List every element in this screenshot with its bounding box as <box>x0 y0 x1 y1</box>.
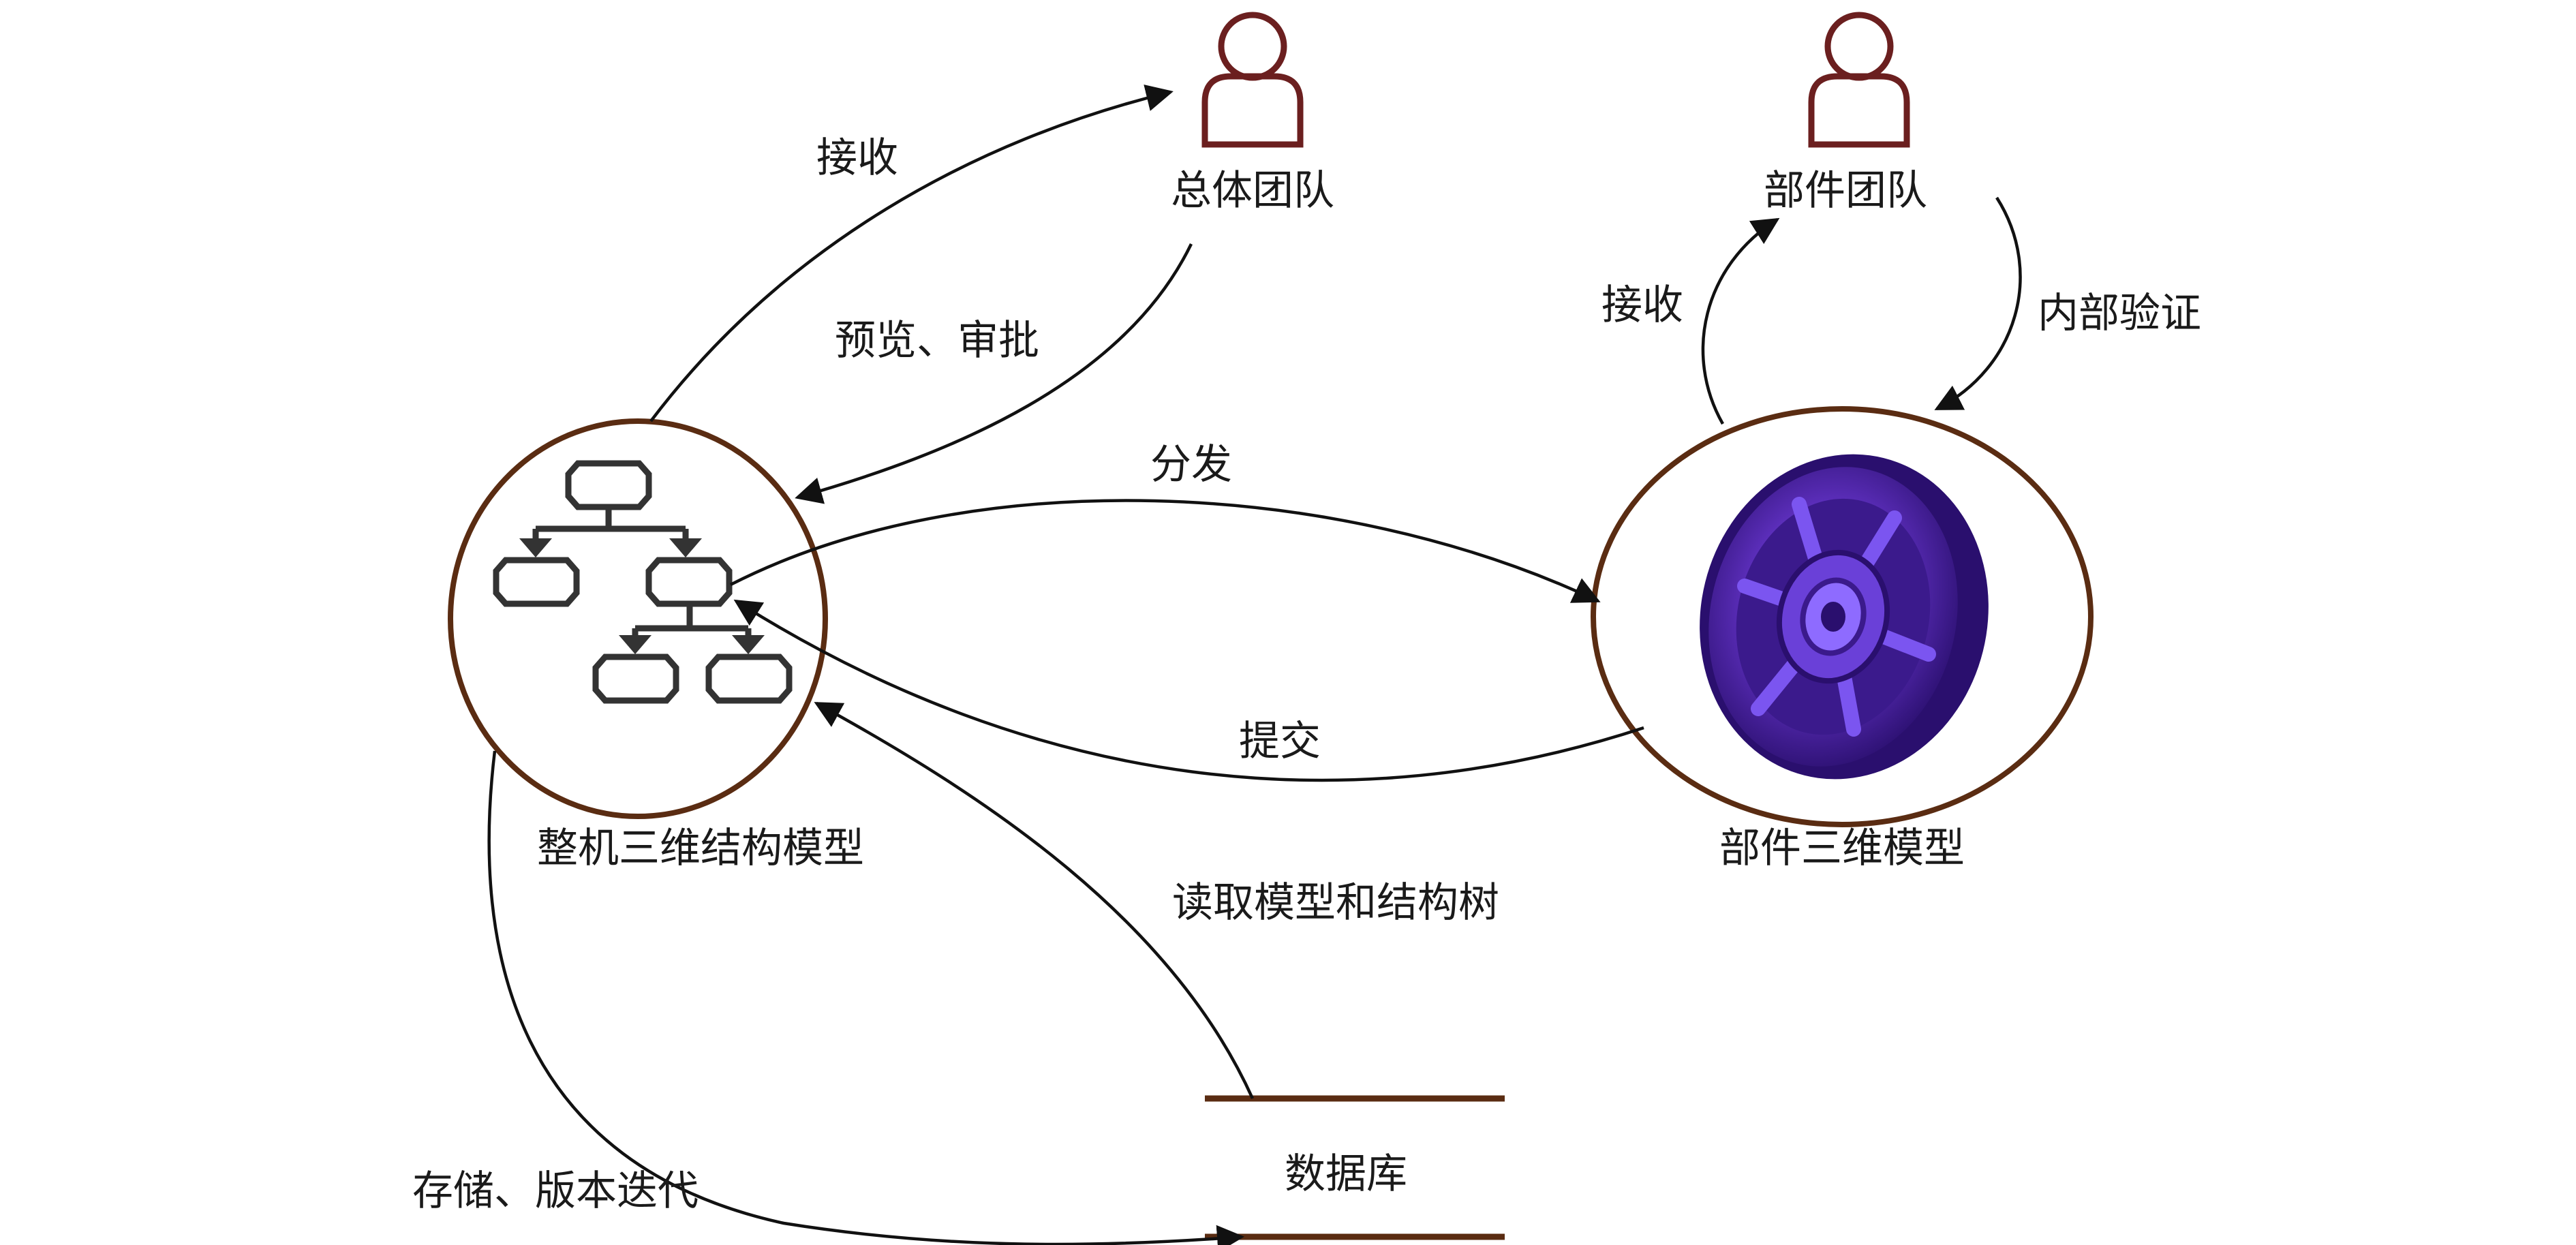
wheel-part-image <box>1700 454 1989 780</box>
tree-node-right <box>645 557 733 607</box>
tree-node-child-1 <box>592 654 679 704</box>
part-model-label: 部件三维模型 <box>1719 825 1965 872</box>
edge-preview-approve <box>795 243 1193 504</box>
edge-distribute <box>729 499 1601 603</box>
edge-preview-approve-label: 预览、审批 <box>835 317 1039 365</box>
overall-team-label: 总体团队 <box>1171 167 1334 215</box>
part-team-person-icon <box>1808 12 1910 148</box>
edge-receive-overall <box>649 84 1174 422</box>
edge-submit <box>733 599 1644 782</box>
edge-internal-verify-label: 内部验证 <box>2038 290 2201 337</box>
edge-store-iterate <box>487 750 1244 1245</box>
part-model-circle <box>1591 406 2094 827</box>
edge-receive-part-label: 接收 <box>1601 281 1683 329</box>
part-team-label: 部件团队 <box>1764 167 1927 215</box>
edge-internal-verify <box>1934 196 2022 411</box>
tree-node-root <box>565 460 652 510</box>
whole-model-circle <box>448 418 828 819</box>
edge-read-model-tree <box>814 702 1255 1099</box>
edge-store-iterate-label: 存储、版本迭代 <box>412 1167 699 1215</box>
structure-tree-icon <box>493 460 793 704</box>
tree-node-left <box>493 557 580 607</box>
whole-model-label: 整机三维结构模型 <box>537 825 864 872</box>
edge-receive-overall-label: 接收 <box>816 134 898 182</box>
edge-read-model-tree-label: 读取模型和结构树 <box>1172 879 1499 927</box>
database-label: 数据库 <box>1285 1150 1407 1198</box>
overall-team-person-icon <box>1201 12 1304 148</box>
tree-node-child-2 <box>705 654 793 704</box>
edge-distribute-label: 分发 <box>1150 441 1232 489</box>
edge-submit-label: 提交 <box>1239 718 1321 765</box>
edge-receive-part <box>1701 217 1780 425</box>
